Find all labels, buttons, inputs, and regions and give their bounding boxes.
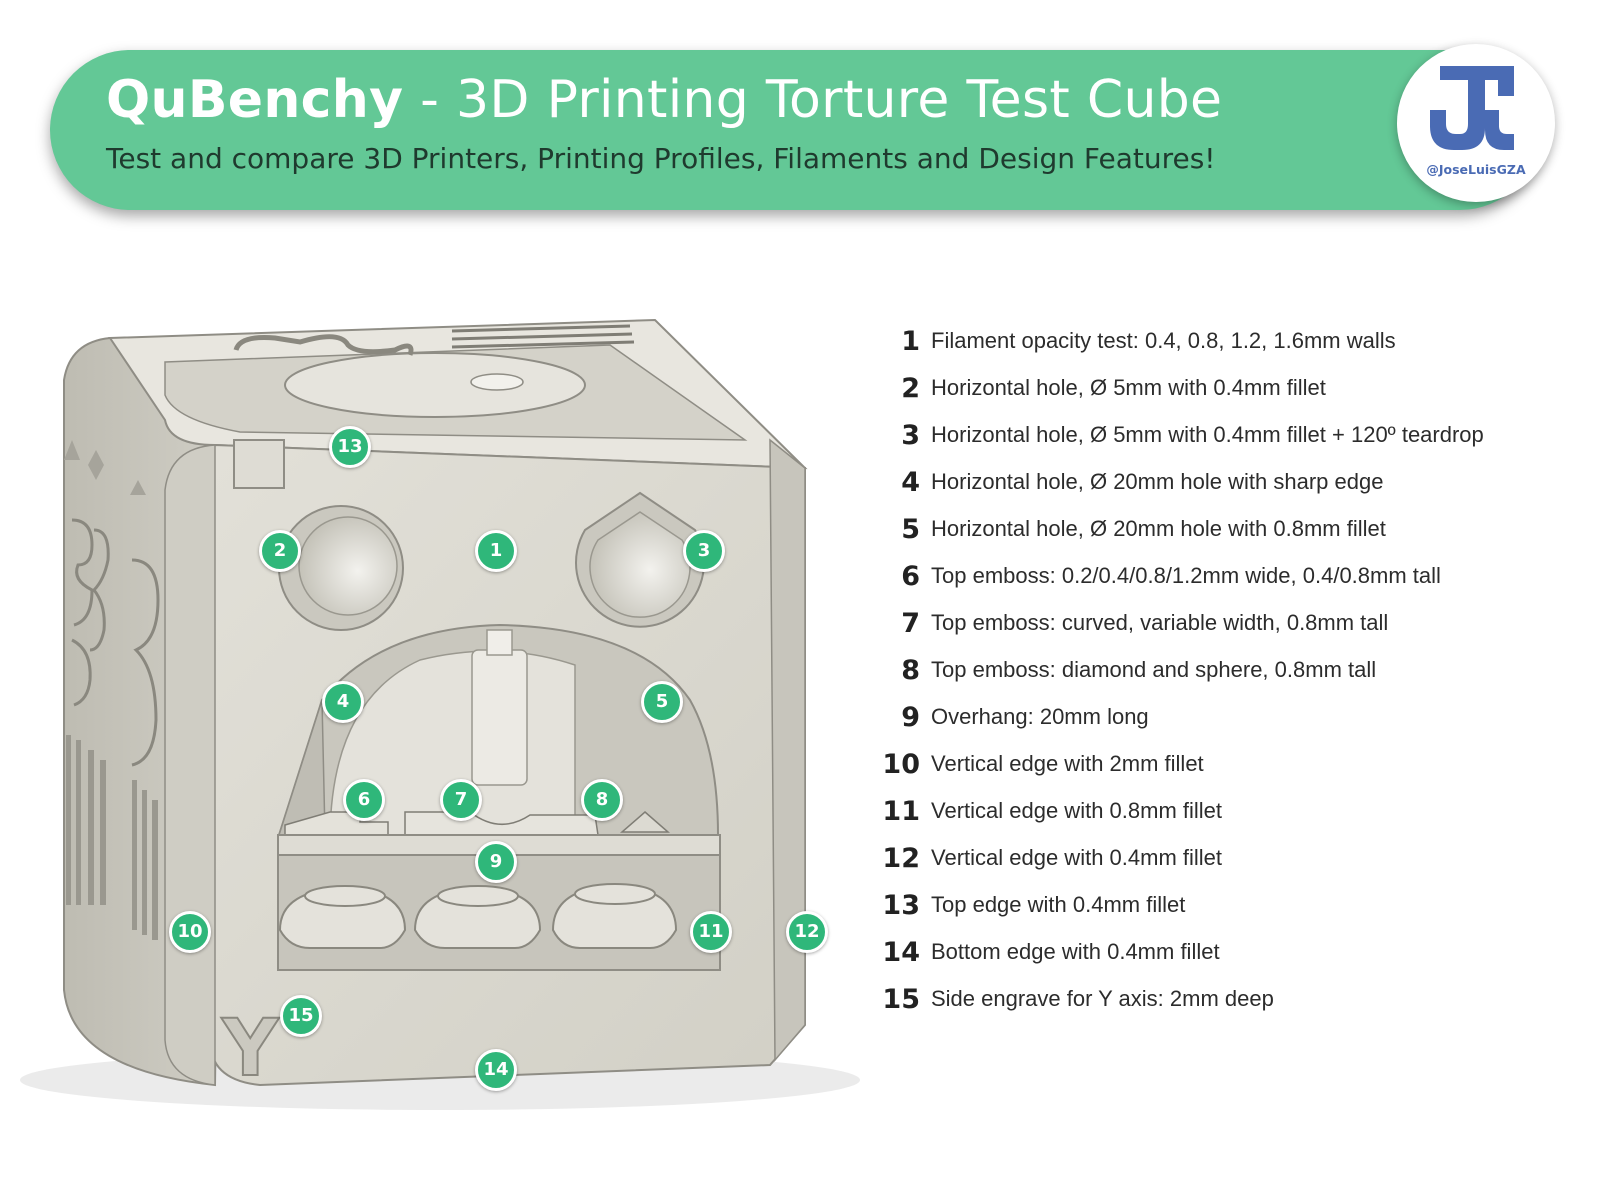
marker-2: 2 <box>259 530 301 572</box>
feature-number: 13 <box>882 889 920 921</box>
marker-11: 11 <box>690 911 732 953</box>
feature-text: Horizontal hole, Ø 20mm hole with sharp … <box>931 469 1384 494</box>
feature-number: 4 <box>901 466 920 498</box>
marker-14: 14 <box>475 1049 517 1091</box>
author-handle: @JoseLuisGZA <box>1426 162 1526 177</box>
feature-number: 2 <box>901 372 920 404</box>
feature-number: 15 <box>882 983 920 1015</box>
title-text: - 3D Printing Torture Test Cube <box>403 70 1223 130</box>
feature-number: 11 <box>882 795 920 827</box>
feature-text: Side engrave for Y axis: 2mm deep <box>931 986 1274 1011</box>
feature-number: 9 <box>901 701 920 733</box>
side-engravings <box>71 518 160 767</box>
sphere-embosses <box>278 883 678 949</box>
marker-15: 15 <box>280 995 322 1037</box>
feature-text: Vertical edge with 2mm fillet <box>931 751 1204 776</box>
feature-text: Horizontal hole, Ø 5mm with 0.4mm fillet… <box>931 422 1484 447</box>
shelf-diamond-emboss <box>619 811 671 833</box>
arch-pillar <box>471 649 528 786</box>
page-title: QuBenchy - 3D Printing Torture Test Cube <box>106 70 1222 130</box>
feature-number: 5 <box>901 513 920 545</box>
feature-item: 8 Top emboss: diamond and sphere, 0.8mm … <box>880 650 1580 690</box>
feature-text: Vertical edge with 0.8mm fillet <box>931 798 1223 823</box>
feature-item: 13 Top edge with 0.4mm fillet <box>880 885 1580 925</box>
left-vertical-fillet <box>164 444 216 1086</box>
feature-text: Filament opacity test: 0.4, 0.8, 1.2, 1.… <box>931 328 1396 353</box>
feature-item: 11 Vertical edge with 0.8mm fillet <box>880 791 1580 831</box>
page-subtitle: Test and compare 3D Printers, Printing P… <box>106 142 1216 175</box>
marker-10: 10 <box>169 911 211 953</box>
feature-item: 5 Horizontal hole, Ø 20mm hole with 0.8m… <box>880 509 1580 549</box>
feature-item: 2 Horizontal hole, Ø 5mm with 0.4mm fill… <box>880 368 1580 408</box>
marker-5: 5 <box>641 681 683 723</box>
marker-6: 6 <box>343 779 385 821</box>
hole-left-inner <box>298 516 398 616</box>
feature-number: 14 <box>882 936 920 968</box>
feature-item: 12 Vertical edge with 0.4mm fillet <box>880 838 1580 878</box>
title-brand: QuBenchy <box>106 70 404 130</box>
feature-number: 10 <box>882 748 920 780</box>
feature-item: 9 Overhang: 20mm long <box>880 697 1580 737</box>
feature-item: 10 Vertical edge with 2mm fillet <box>880 744 1580 784</box>
header-banner: QuBenchy - 3D Printing Torture Test Cube… <box>50 50 1540 210</box>
feature-item: 6 Top emboss: 0.2/0.4/0.8/1.2mm wide, 0.… <box>880 556 1580 596</box>
feature-item: 1 Filament opacity test: 0.4, 0.8, 1.2, … <box>880 321 1580 361</box>
top-line-embosses <box>451 324 635 349</box>
cube-illustration: Y <box>20 318 860 1110</box>
top-cylinder-rim <box>284 352 586 418</box>
feature-number: 3 <box>901 419 920 451</box>
corner-overhang-block <box>233 439 285 489</box>
side-opacity-walls <box>66 735 158 940</box>
side-shape-embosses <box>64 440 146 495</box>
feature-text: Overhang: 20mm long <box>931 704 1149 729</box>
marker-13: 13 <box>329 426 371 468</box>
top-cylinder-post <box>470 373 524 391</box>
feature-number: 1 <box>901 325 920 357</box>
marker-7: 7 <box>440 779 482 821</box>
feature-item: 14 Bottom edge with 0.4mm fillet <box>880 932 1580 972</box>
feature-item: 3 Horizontal hole, Ø 5mm with 0.4mm fill… <box>880 415 1580 455</box>
feature-text: Vertical edge with 0.4mm fillet <box>931 845 1223 870</box>
feature-number: 12 <box>882 842 920 874</box>
marker-4: 4 <box>322 681 364 723</box>
marker-9: 9 <box>475 841 517 883</box>
marker-3: 3 <box>683 530 725 572</box>
feature-text: Top emboss: curved, variable width, 0.8m… <box>931 610 1389 635</box>
feature-text: Horizontal hole, Ø 5mm with 0.4mm fillet <box>931 375 1326 400</box>
jl-monogram-icon <box>1430 66 1514 150</box>
feature-number: 8 <box>901 654 920 686</box>
right-vertical-edge <box>769 438 806 1063</box>
feature-text: Top edge with 0.4mm fillet <box>931 892 1186 917</box>
feature-number: 6 <box>901 560 920 592</box>
feature-text: Horizontal hole, Ø 20mm hole with 0.8mm … <box>931 516 1386 541</box>
feature-text: Bottom edge with 0.4mm fillet <box>931 939 1220 964</box>
marker-12: 12 <box>786 911 828 953</box>
feature-item: 4 Horizontal hole, Ø 20mm hole with shar… <box>880 462 1580 502</box>
feature-number: 7 <box>901 607 920 639</box>
feature-item: 15 Side engrave for Y axis: 2mm deep <box>880 979 1580 1019</box>
side-engrave-letter: Y <box>221 1004 280 1094</box>
feature-item: 7 Top emboss: curved, variable width, 0.… <box>880 603 1580 643</box>
feature-text: Top emboss: diamond and sphere, 0.8mm ta… <box>931 657 1377 682</box>
author-logo: @JoseLuisGZA <box>1397 44 1555 202</box>
marker-1: 1 <box>475 530 517 572</box>
marker-8: 8 <box>581 779 623 821</box>
arch-pillar-top <box>486 629 513 656</box>
cube-diagram: Y 1 2 3 4 5 6 7 8 9 10 11 12 13 14 15 <box>20 318 860 1110</box>
feature-text: Top emboss: 0.2/0.4/0.8/1.2mm wide, 0.4/… <box>931 563 1441 588</box>
top-curved-emboss <box>233 334 414 356</box>
